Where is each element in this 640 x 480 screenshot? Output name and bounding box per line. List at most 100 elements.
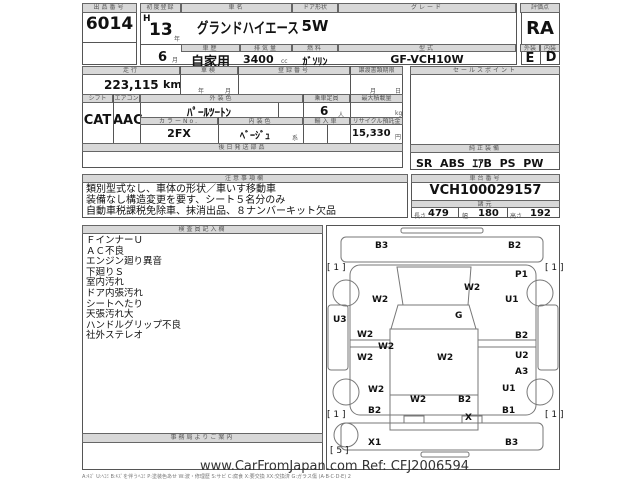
note-line: 類別型式なし、車体の形状／車いす移動車	[86, 184, 276, 195]
damage-mark: B2	[458, 395, 472, 405]
reg-label: 初度登録	[140, 3, 181, 13]
damage-mark: U2	[515, 351, 529, 361]
equip-label: 純正装備	[410, 144, 560, 153]
damage-mark: B1	[502, 406, 516, 416]
shift-label: シフト	[82, 94, 113, 103]
damage-mark: [ 5 ]	[330, 446, 349, 456]
inspector-box	[82, 225, 323, 470]
inspector-line: 室内汚れ	[86, 277, 125, 289]
damage-mark: W2	[372, 295, 389, 305]
inspector-line: 社外ステレオ	[86, 330, 144, 342]
fuel: ｶﾞｿﾘﾝ	[302, 57, 328, 68]
inspector-line: ハンドルグリップ不良	[86, 319, 182, 331]
fuel-label: 燃料	[292, 44, 338, 52]
damage-mark: X	[465, 413, 472, 423]
note-line: 自動車税課税免除車、抹消出品、８ナンバーキット欠品	[86, 206, 336, 217]
car-diagram	[327, 227, 559, 458]
watermark: www.CarFromJapan.com Ref: CFJ2006594	[200, 459, 470, 474]
damage-mark: B2	[508, 241, 522, 251]
year-unit: 年	[174, 36, 181, 43]
month-unit: 月	[172, 57, 179, 64]
history-label: 車歴	[181, 44, 240, 52]
damage-mark: X1	[368, 438, 382, 448]
damage-mark: [ 1 ]	[327, 263, 346, 273]
notes-label: 注意事項欄	[82, 174, 408, 183]
inspector-line: 下廻りＳ	[86, 266, 125, 278]
disp-unit: cc	[281, 58, 288, 65]
tr-month-unit: 月	[370, 88, 377, 95]
ext-grade: E	[525, 51, 535, 66]
inspector-line: ＦインナーＵ	[86, 235, 144, 246]
seats: 6	[320, 104, 329, 118]
damage-mark: U3	[333, 315, 347, 325]
load-label: 最大積載量	[350, 94, 403, 103]
regno-label: 登録番号	[238, 66, 350, 75]
shift: CAT	[83, 113, 112, 128]
length: 479	[428, 208, 449, 219]
name-label: 車名	[181, 3, 292, 13]
tr-day-unit: 日	[395, 88, 402, 95]
transfer-label: 譲渡書類期限	[350, 66, 403, 75]
reg-year: 13	[149, 20, 173, 40]
height: 192	[530, 208, 551, 219]
disp-label: 排気量	[240, 44, 292, 52]
office-label: 事務局よりご案内	[82, 433, 323, 443]
chassis-label: 車台番号	[411, 174, 560, 183]
vehicle-box	[140, 3, 560, 65]
wid-label: 幅	[462, 213, 469, 220]
car-name: グランドハイエース	[197, 19, 299, 37]
damage-mark: W2	[464, 283, 481, 293]
damage-mark: [ 1 ]	[327, 410, 346, 420]
damage-mark: B2	[368, 406, 382, 416]
spec-label: 諸元	[411, 200, 560, 208]
body-color: ﾊﾟｰﾙﾂｰﾄﾝ	[187, 106, 231, 119]
reg-month: 6	[158, 50, 168, 65]
insp-month-unit: 月	[225, 88, 232, 95]
era: H	[143, 14, 151, 24]
sales-label: セールスポイント	[410, 66, 560, 75]
interior-label: 内装色	[218, 117, 303, 125]
score-label: 評価点	[520, 3, 560, 13]
seats-label: 乗車定員	[303, 94, 350, 103]
model-label: 型式	[338, 44, 516, 52]
lot-label: 出品番号	[82, 3, 137, 13]
color-number: 2FX	[167, 127, 191, 140]
lot-sub	[82, 42, 137, 65]
damage-mark: B3	[375, 241, 389, 251]
damage-mark: [ 1 ]	[545, 410, 564, 420]
damage-mark: W2	[357, 353, 374, 363]
car-name-cell: グランドハイエース	[181, 17, 299, 38]
inspector-line: ＡＣ不良	[86, 245, 125, 257]
notes-text: 類別型式なし、車体の形状／車いす移動車 装備なし構造変更を要す、シート５名分のみ…	[86, 184, 336, 217]
color-label: 外装色	[140, 94, 303, 103]
recycle-unit: 円	[395, 134, 402, 141]
interior-unit: 系	[292, 135, 299, 142]
load-unit: kg	[395, 110, 403, 117]
int-label: 内装	[540, 44, 560, 52]
interior-color: ﾍﾞｰｼﾞｭ	[240, 131, 270, 142]
int-grade: D	[540, 51, 561, 64]
score-divider	[516, 3, 522, 65]
inspector-label: 検査員記入欄	[82, 225, 323, 234]
later-parts-label: 後日発送部品	[82, 143, 403, 152]
recycle-fee: 15,330	[352, 128, 391, 139]
mileage-label: 走行	[82, 66, 180, 75]
damage-mark: [ 1 ]	[545, 263, 564, 273]
inspector-line: シートへたり	[86, 298, 144, 310]
inspector-line: ドア内張汚れ	[86, 287, 144, 299]
note-line: 装備なし構造変更を要す、シート５名分のみ	[86, 195, 286, 206]
door-type: 5W	[301, 17, 329, 35]
door-label: ドア形状	[292, 3, 338, 13]
damage-mark: W2	[378, 342, 395, 352]
displacement: 3400	[243, 53, 274, 66]
insp-year-unit: 年	[198, 88, 205, 95]
hei-label: 高さ	[510, 213, 523, 220]
damage-mark: A3	[515, 367, 529, 377]
len-label: 長さ	[414, 213, 427, 220]
damage-mark: W2	[368, 385, 385, 395]
damage-mark: B2	[515, 331, 529, 341]
ac-label: エアコン	[113, 94, 140, 103]
mileage: 223,115	[104, 78, 159, 92]
damage-mark: U1	[502, 384, 516, 394]
seats-unit: 人	[338, 112, 345, 119]
